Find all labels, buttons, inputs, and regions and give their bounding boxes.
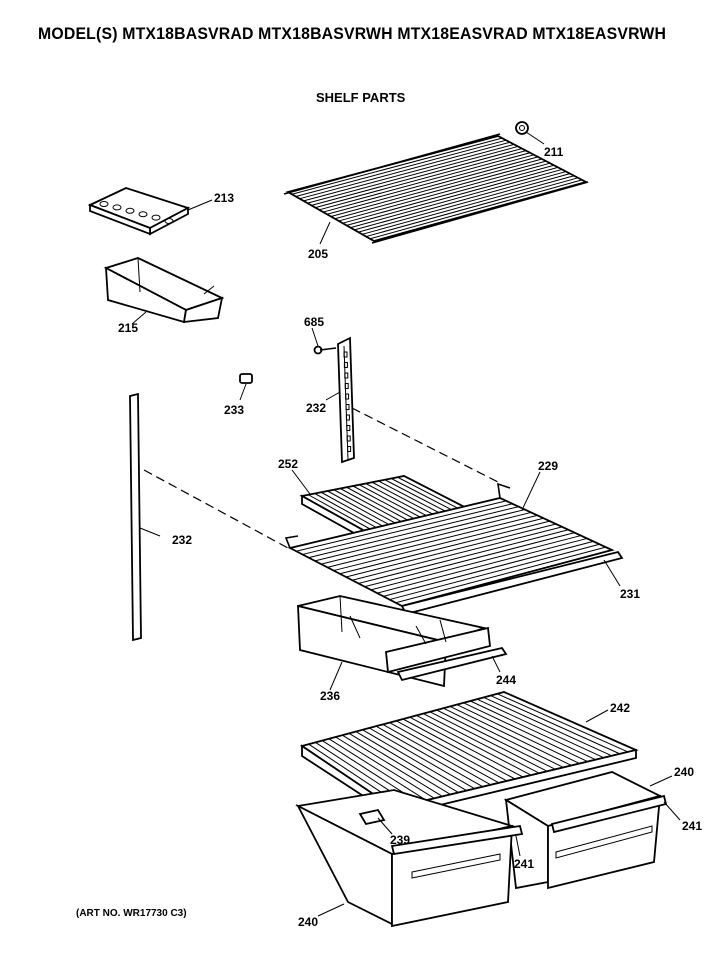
- crisper-drawer-240-left: [295, 789, 524, 928]
- callout-239: 239: [390, 833, 410, 847]
- screw-685: [313, 345, 337, 355]
- callout-233: 233: [224, 403, 244, 417]
- callout-211: 211: [544, 145, 564, 159]
- shelf-rail-232-left: [129, 392, 142, 642]
- callout-213: 213: [214, 191, 234, 205]
- callout-236: 236: [320, 689, 340, 703]
- meat-drawer-236: [297, 595, 491, 688]
- door-bin-215: [103, 257, 225, 324]
- callout-232-left: 232: [172, 533, 192, 547]
- callout-242: 242: [610, 701, 630, 715]
- clip-233: [239, 373, 253, 384]
- callout-240-right: 240: [674, 765, 694, 779]
- callout-241-mid: 241: [514, 857, 534, 871]
- art-number: (ART NO. WR17730 C3): [76, 908, 187, 919]
- model-numbers-title: MODEL(S) MTX18BASVRAD MTX18BASVRWH MTX18…: [38, 24, 667, 43]
- crisper-drawer-240-right: [503, 771, 668, 890]
- callout-252: 252: [278, 457, 298, 471]
- nut-211: [515, 121, 529, 135]
- alignment-line-right: [351, 407, 499, 483]
- crisper-cover-242: [299, 691, 639, 818]
- callout-232-center: 232: [306, 401, 326, 415]
- shelf-rail-232-center: [337, 336, 355, 464]
- section-title: SHELF PARTS: [316, 90, 406, 105]
- glass-shelf-229: [284, 482, 615, 607]
- callout-205: 205: [308, 247, 328, 261]
- callout-229: 229: [538, 459, 558, 473]
- callout-685: 685: [304, 315, 324, 329]
- callout-215: 215: [118, 321, 138, 335]
- wire-shelf-205: [283, 133, 589, 244]
- alignment-line-left: [143, 469, 289, 549]
- leader-lines: [131, 131, 681, 917]
- callout-244: 244: [496, 673, 516, 687]
- bracket-239: [358, 808, 386, 826]
- callout-231: 231: [620, 587, 640, 601]
- callout-240-left: 240: [298, 915, 318, 929]
- egg-tray-213: [87, 187, 191, 236]
- callout-241-right: 241: [682, 819, 702, 833]
- drawer-handle-244: [396, 646, 508, 682]
